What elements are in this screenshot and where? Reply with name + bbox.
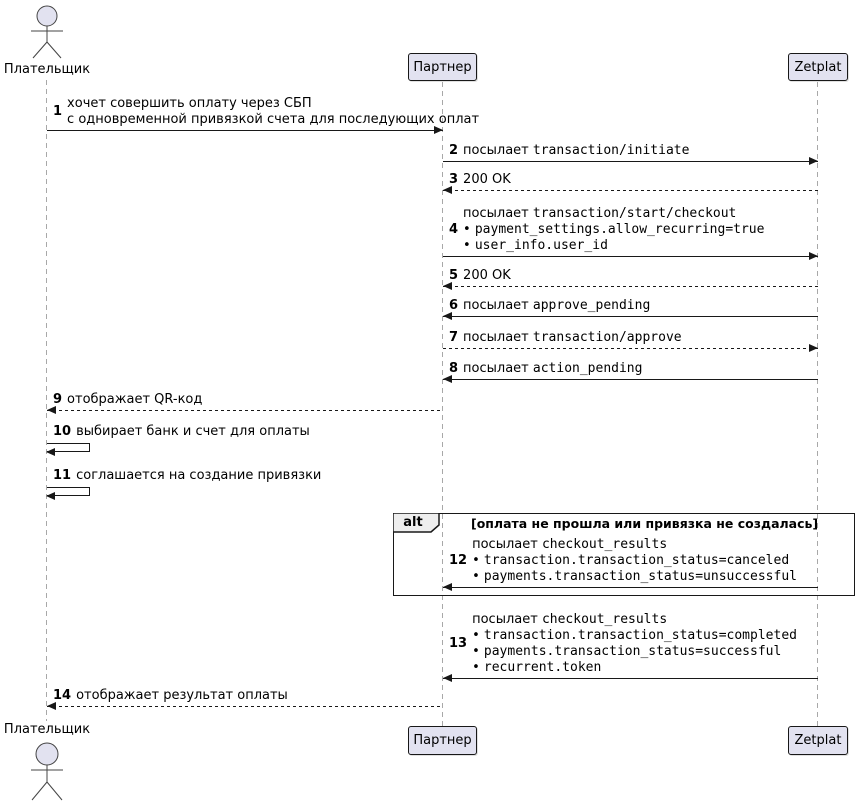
participant-partner-bottom-label: Партнер [413,733,472,748]
message-number: 10 [53,424,72,439]
message-number: 7 [449,330,459,345]
message-1-arrow [47,126,443,134]
arrowhead-icon [443,583,452,591]
arrowhead-icon [809,157,818,165]
message-9-arrow [47,406,443,414]
alt-header-pentagon [393,513,440,533]
message-7-arrow [443,344,818,352]
message-number: 13 [449,636,468,651]
arrowhead-icon [434,126,443,134]
arrowhead-icon [443,282,452,290]
arrowhead-icon [46,492,55,500]
actor-payer-top-icon [31,5,63,59]
message-number: 2 [449,143,459,158]
message-10-self-arrow [46,443,90,456]
participant-zetplat-top: Zetplat [788,53,848,81]
arrowhead-icon [443,674,452,682]
participant-partner-top-label: Партнер [413,59,472,75]
arrowhead-icon [47,406,56,414]
alt-fragment: alt [оплата не прошла или привязка не со… [393,513,855,596]
lifeline-zetplat [817,82,818,726]
actor-payer-bottom-icon [31,742,63,801]
alt-keyword: alt [403,515,423,530]
participant-zetplat-top-label: Zetplat [794,59,842,75]
actor-payer-bottom-label: Плательщик [3,722,91,737]
participant-partner-top: Партнер [408,53,477,81]
message-6-arrow [443,312,818,320]
message-number: 3 [449,172,459,187]
actor-payer-top-label: Плательщик [3,62,91,77]
alt-guard: [оплата не прошла или привязка не создал… [471,516,819,531]
arrowhead-icon [443,186,452,194]
message-8-arrow [443,375,818,383]
lifeline-partner [442,82,443,726]
message-number: 4 [449,222,459,237]
message-number: 5 [449,268,459,283]
arrowhead-icon [809,252,818,260]
arrowhead-icon [809,344,818,352]
arrowhead-icon [443,312,452,320]
arrowhead-icon [47,702,56,710]
message-number: 1 [53,104,63,119]
participant-zetplat-bottom-label: Zetplat [794,733,842,748]
arrowhead-icon [443,375,452,383]
message-5-arrow [443,282,818,290]
message-number: 9 [53,392,63,407]
message-2-arrow [443,157,818,165]
participant-partner-bottom: Партнер [408,726,477,755]
message-13-arrow [443,674,818,682]
arrowhead-icon [46,448,55,456]
message-11-self-arrow [46,487,90,500]
participant-zetplat-bottom: Zetplat [788,726,848,755]
message-12-arrow [443,583,818,591]
message-4-arrow [443,252,818,260]
message-number: 8 [449,361,459,376]
message-number: 6 [449,298,459,313]
message-number: 11 [53,468,72,483]
message-14-arrow [47,702,443,710]
message-3-arrow [443,186,818,194]
message-number: 14 [53,688,72,703]
message-number: 12 [449,553,468,568]
lifeline-payer [46,80,47,721]
